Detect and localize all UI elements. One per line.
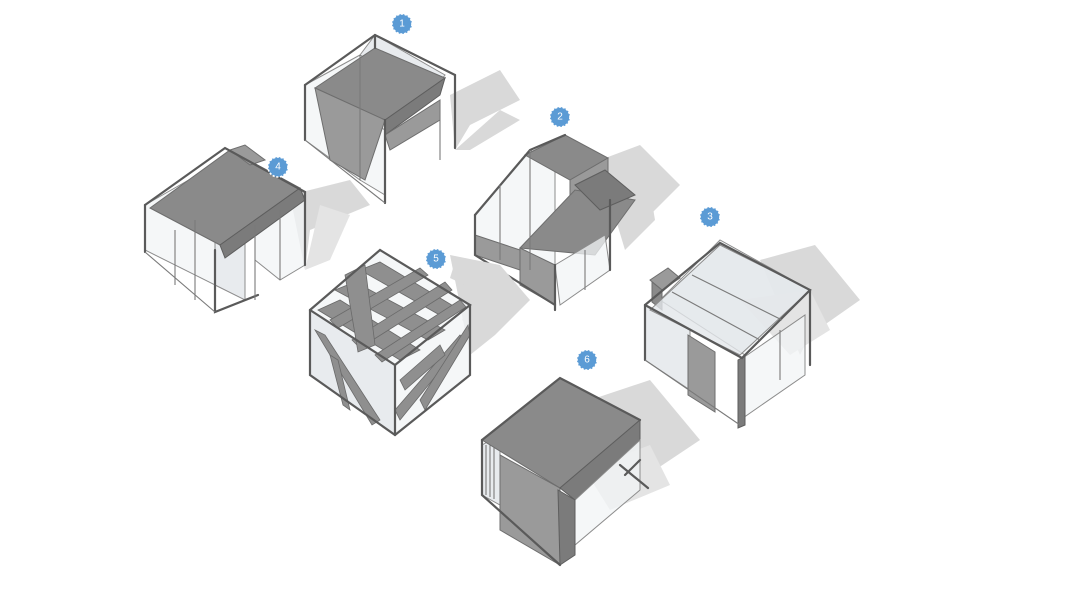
badge-5-label: 5 — [433, 254, 439, 265]
badge-3: 3 — [699, 206, 721, 228]
module-6 — [480, 376, 700, 567]
badge-6-label: 6 — [584, 355, 590, 366]
module-3 — [643, 239, 860, 429]
badge-1-label: 1 — [399, 19, 405, 30]
badge-1: 1 — [391, 13, 413, 35]
badge-3-label: 3 — [707, 212, 713, 223]
module-2 — [473, 133, 680, 312]
badge-4: 4 — [267, 156, 289, 178]
module-4-shadow — [290, 180, 370, 270]
badge-5: 5 — [425, 248, 447, 270]
badge-6: 6 — [576, 349, 598, 371]
badge-2-label: 2 — [557, 112, 563, 123]
module-1-shadow — [450, 70, 520, 150]
module-5 — [308, 248, 530, 437]
badge-4-label: 4 — [275, 162, 281, 173]
module-1 — [303, 33, 520, 205]
module-4 — [143, 144, 370, 314]
badge-2: 2 — [549, 106, 571, 128]
